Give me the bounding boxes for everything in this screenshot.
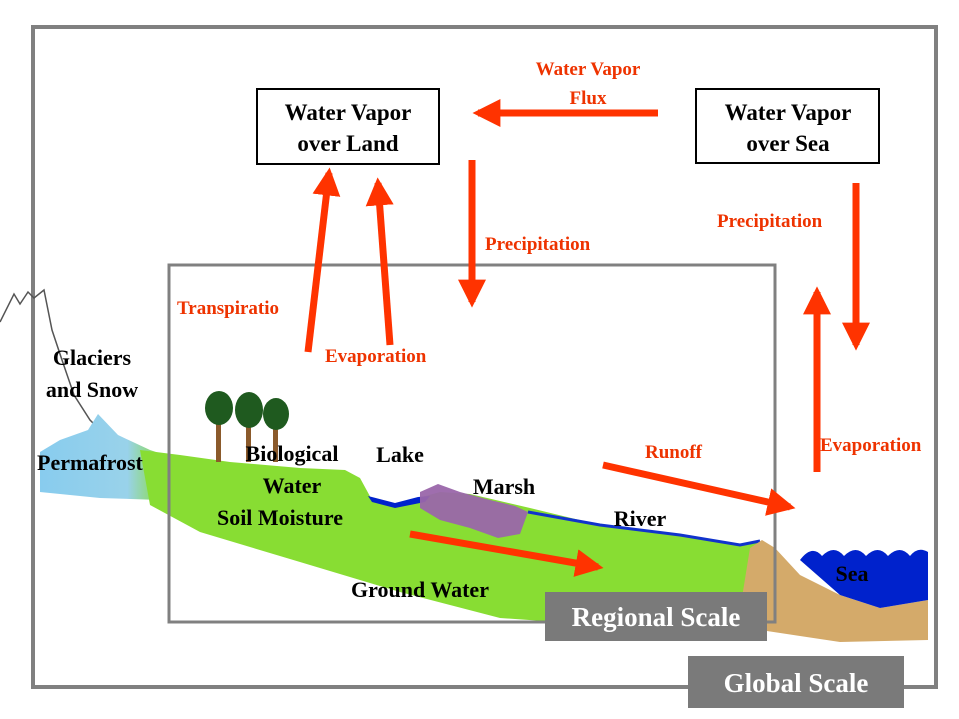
landscape [0,288,928,642]
flow-arrows [304,99,870,577]
lake-water [368,496,430,508]
beach-sand [740,540,928,642]
biological-label-line2: Water [263,473,322,498]
river-water [527,510,761,547]
glaciers-label-line2: and Snow [46,377,138,402]
evaporation-sea-label: Evaporation [820,435,922,456]
glaciers-label-line1: Glaciers [53,345,132,370]
permafrost-ice [40,414,165,500]
evaporation-land-arrow [365,177,394,346]
vapor-sea-line2: over Sea [746,131,830,156]
transpiration-label: Transpiratio [177,298,279,319]
global-scale-label: Global Scale [724,668,869,698]
vapor-flux-label-line2: Flux [570,88,607,109]
permafrost-label: Permafrost [37,450,144,475]
vapor-land-box: Water Vapor over Land [256,88,440,165]
sea-water [800,549,928,608]
marsh-label: Marsh [473,474,535,499]
trees [205,391,289,462]
vapor-flux-label-line1: Water Vapor [536,59,641,80]
river-label: River [614,506,667,531]
vapor-sea-box: Water Vapor over Sea [695,88,880,164]
runoff-arrow [602,461,796,516]
global-scale-frame [31,25,938,689]
vapor-land-line2: over Land [297,131,398,156]
regional-scale-badge: Regional Scale [545,592,767,641]
groundwater-flow-arrow [409,530,604,577]
vapor-sea-line1: Water Vapor [725,100,852,125]
precipitation-sea-label: Precipitation [717,211,823,232]
biological-label-line1: Biological [246,441,339,466]
land-surface [140,450,762,625]
marsh-area [420,484,528,538]
regional-scale-label: Regional Scale [572,602,741,632]
runoff-label: Runoff [645,442,703,463]
soil-moisture-label: Soil Moisture [217,505,343,530]
lake-label: Lake [376,442,424,467]
global-scale-badge: Global Scale [688,656,904,708]
evaporation-land-label: Evaporation [325,346,427,367]
mountain-outline [0,288,126,451]
sea-label: Sea [836,561,869,586]
vapor-land-line1: Water Vapor [285,100,412,125]
transpiration-arrow [304,167,341,353]
ground-water-label: Ground Water [351,577,489,602]
precipitation-land-label: Precipitation [485,234,591,255]
